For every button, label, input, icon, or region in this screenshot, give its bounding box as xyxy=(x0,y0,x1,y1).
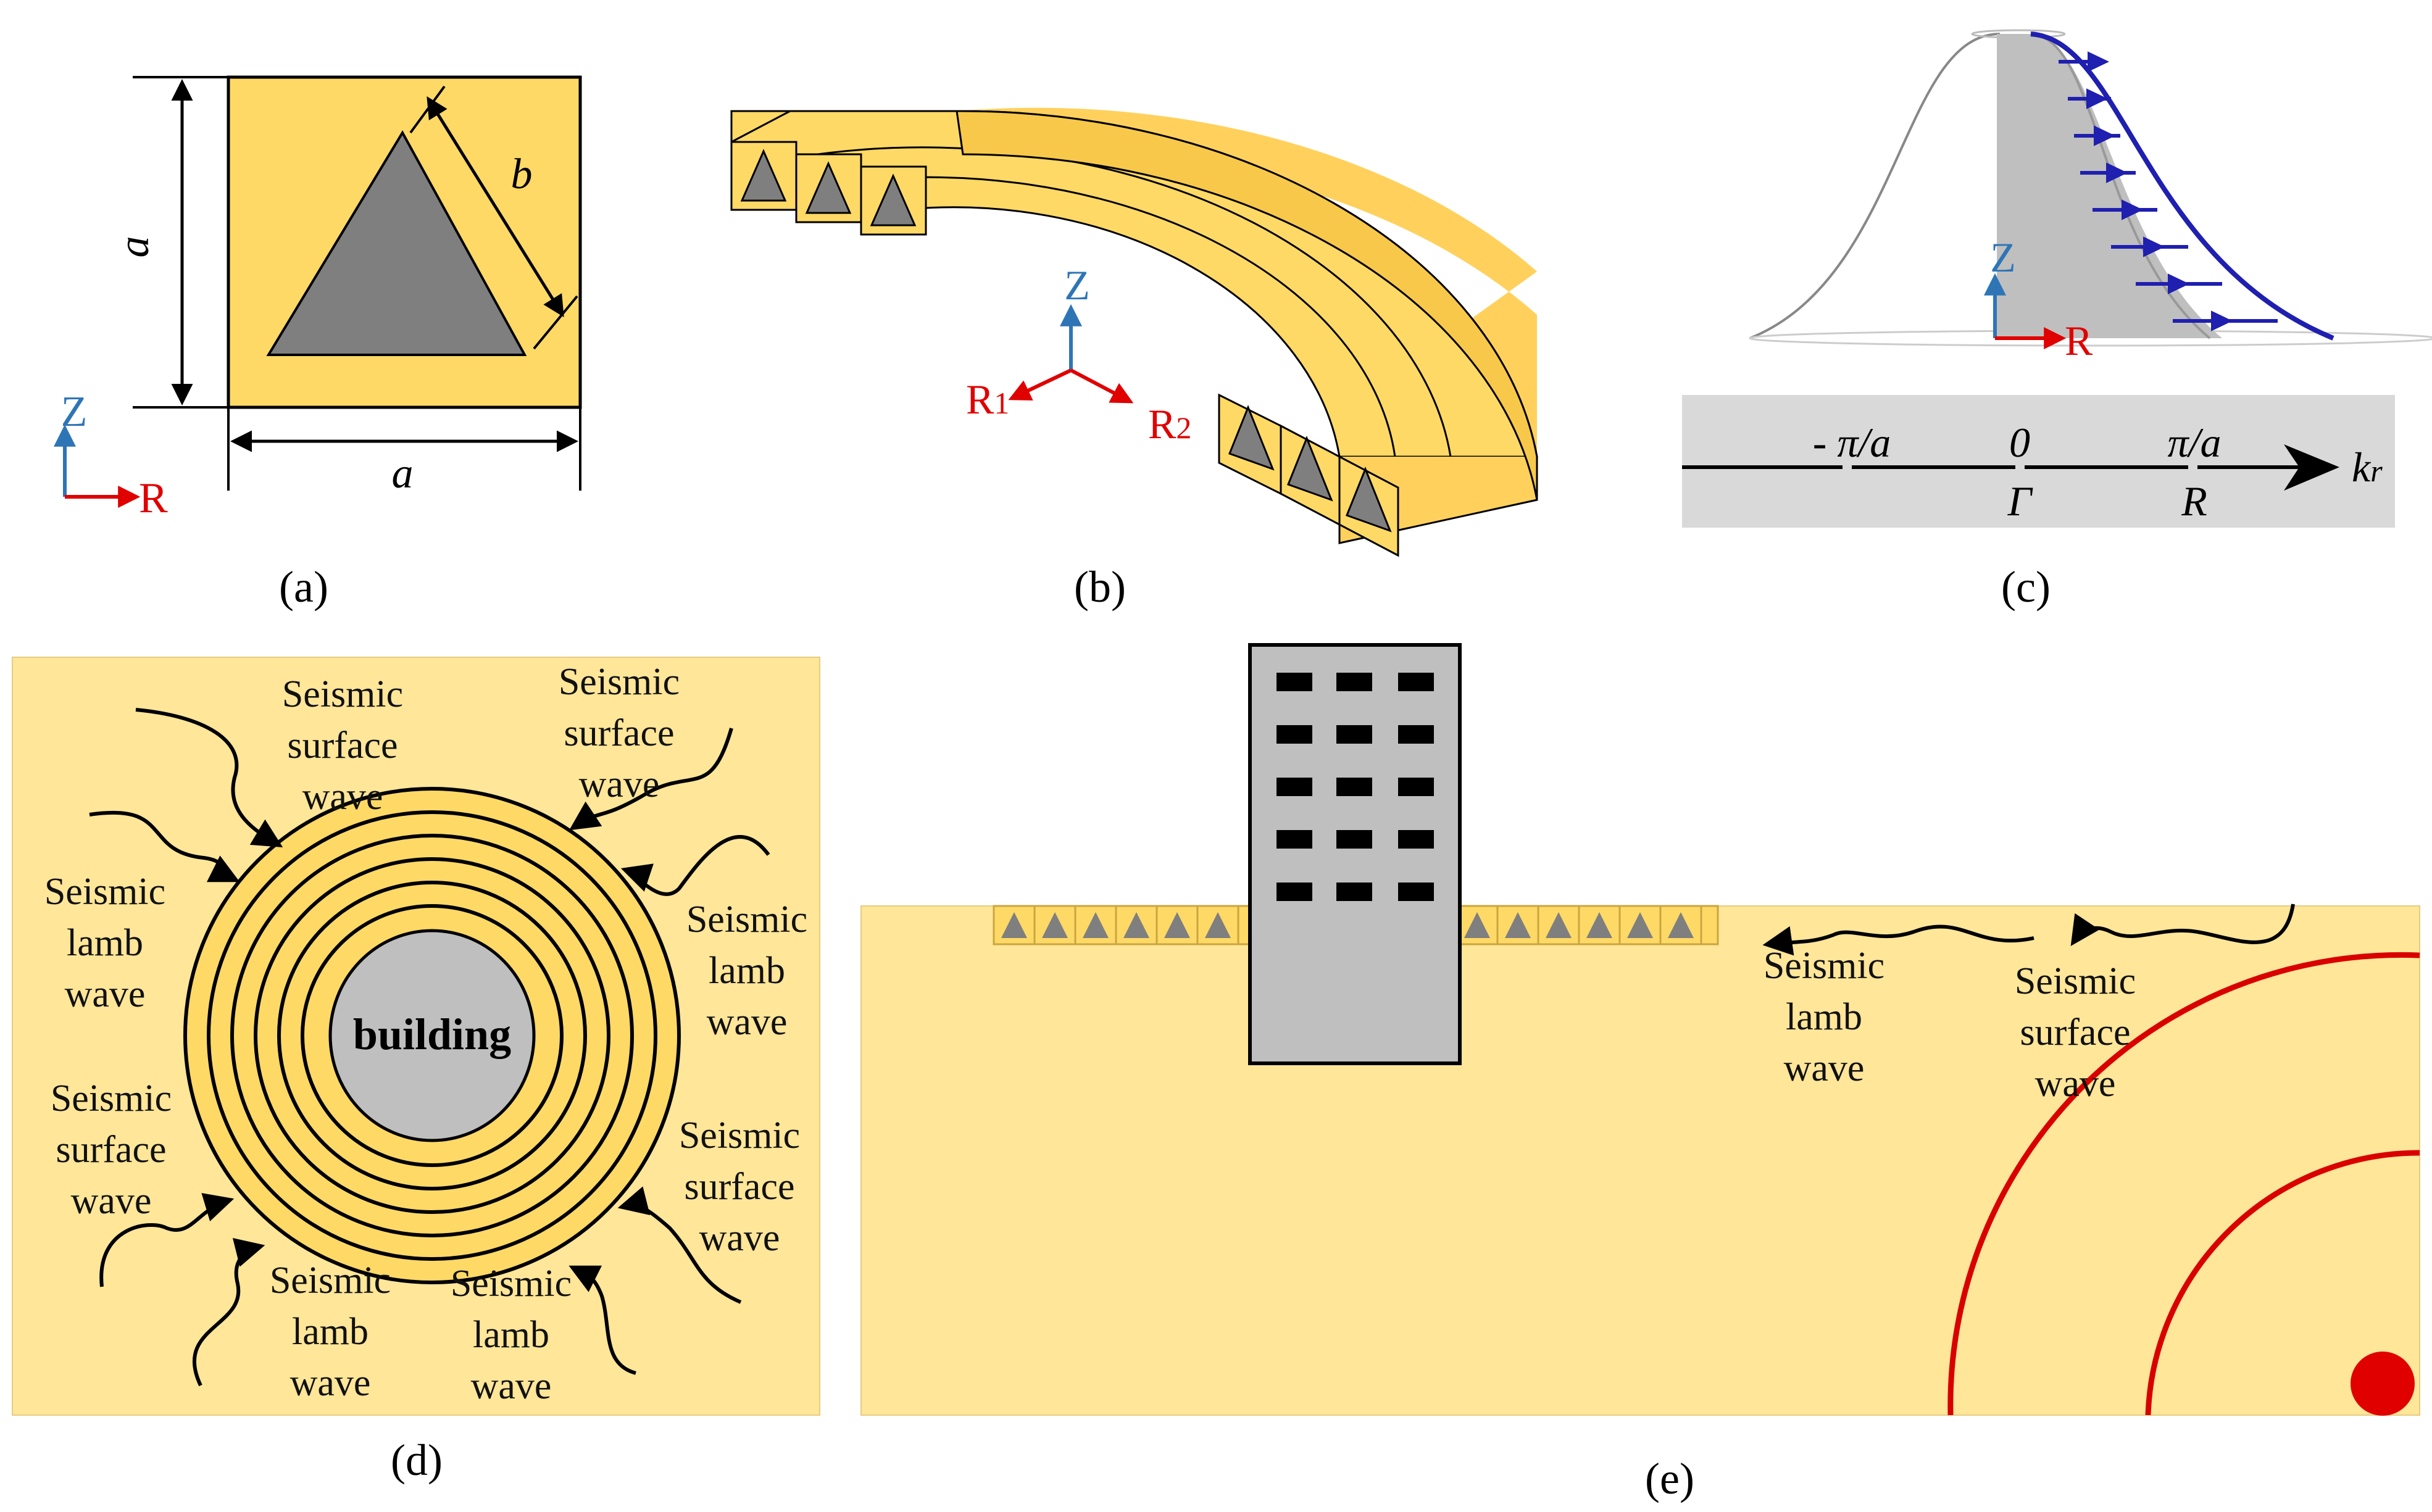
r2-axis-label: R2 xyxy=(1148,401,1191,447)
displacement-arrows xyxy=(2059,51,2278,331)
surface-wave-arrows xyxy=(1762,903,2295,956)
ground-section xyxy=(860,905,2420,1416)
brillouin-strip xyxy=(1682,395,2395,528)
panel-b: Z R1 R2 (b) xyxy=(730,107,1538,612)
building-label: building xyxy=(353,1010,511,1059)
r-axis-label-c: R xyxy=(2065,317,2093,364)
k-axis-name: kr xyxy=(2352,444,2383,491)
k-left-label: - π/a xyxy=(1813,419,1891,466)
barrier-cells-left xyxy=(993,905,1258,945)
width-dimension-label: a xyxy=(392,450,414,497)
caption-b: (b) xyxy=(1074,562,1126,612)
panel-c: Z R - π/a 0 π/a Γ R kr (c) xyxy=(1682,29,2432,612)
caption-d: (d) xyxy=(391,1435,443,1485)
mode-shape-fill xyxy=(1997,34,2222,338)
r1-axis-label: R1 xyxy=(966,376,1009,423)
caption-a: (a) xyxy=(279,562,328,612)
right-end-cells xyxy=(1218,393,1399,557)
barrier-triangles-left xyxy=(1001,912,1231,938)
displacement-profile xyxy=(2030,31,2334,341)
building-elevation xyxy=(1248,643,1462,1065)
caption-c: (c) xyxy=(2001,562,2051,612)
r-point-label: R xyxy=(2181,478,2207,525)
wavefront-outer xyxy=(1947,952,2420,1416)
left-end-cells xyxy=(730,141,927,236)
side-dimension-arrow xyxy=(427,96,564,317)
r2-axis-arrow xyxy=(1070,368,1134,404)
r-axis-label: R xyxy=(139,475,168,522)
z-axis-label-b: Z xyxy=(1064,262,1090,309)
z-axis-label: Z xyxy=(61,388,88,436)
k-right-label: π/a xyxy=(2168,419,2222,466)
z-axis-label-c: Z xyxy=(1990,234,2016,281)
gamma-point-label: Γ xyxy=(2007,478,2033,525)
epicenter-dot xyxy=(2351,1352,2415,1416)
incoming-wave-arrows xyxy=(89,708,770,1387)
height-dimension-label: a xyxy=(110,236,158,258)
building-windows xyxy=(1276,673,1434,901)
mode-outline-left xyxy=(1749,33,2001,339)
k-mid-label: 0 xyxy=(2009,419,2030,466)
caption-e: (e) xyxy=(1645,1454,1694,1503)
r1-axis-arrow xyxy=(1008,368,1072,401)
side-dimension-label: b xyxy=(511,151,533,198)
panel-a: a a b Z R (a) xyxy=(54,75,582,612)
building-footprint xyxy=(328,929,536,1142)
barrier-triangles-right xyxy=(1464,912,1694,938)
wavefront-inner xyxy=(2145,1150,2420,1416)
